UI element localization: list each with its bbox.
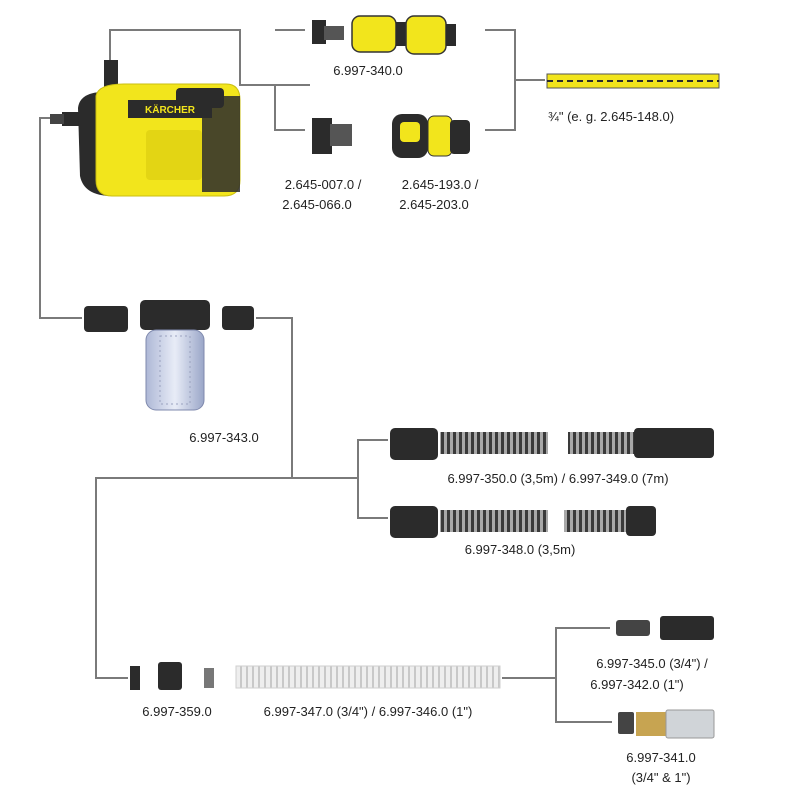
quick-coupling-image	[392, 114, 470, 158]
suction-hose-filter-image	[390, 428, 714, 460]
suction-filter-image	[616, 616, 714, 640]
label-valve-2: (3/4" & 1")	[631, 770, 691, 785]
label-coupling-1: 2.645-193.0 /	[401, 177, 479, 192]
label-suction-filter-1: 6.997-345.0 (3/4") /	[596, 656, 708, 671]
label-tap-adapter-2: 2.645-066.0	[282, 197, 352, 212]
tap-adapter-top-image	[312, 20, 344, 44]
prefilter-image	[84, 300, 254, 411]
label-coupling-2: 2.645-203.0	[399, 197, 469, 212]
suction-hose-meter-image	[235, 665, 501, 689]
garden-hose-image	[546, 73, 720, 89]
pump-brand-text: KÄRCHER	[145, 103, 196, 116]
suction-hose-plain-image	[390, 506, 656, 538]
label-suction-hose-meter: 6.997-347.0 (3/4") / 6.997-346.0 (1")	[263, 704, 473, 719]
label-suction-filter-2: 6.997-342.0 (1")	[590, 677, 684, 692]
connector-lines	[39, 29, 612, 723]
pump-image	[50, 60, 241, 197]
label-hose-connector-set: 6.997-340.0	[333, 63, 403, 78]
label-tap-adapter-1: 2.645-007.0 /	[284, 177, 362, 192]
hose-connector-set-image	[351, 15, 456, 55]
label-garden-hose: ¾" (e. g. 2.645-148.0)	[548, 109, 675, 124]
non-return-valve-image	[618, 709, 715, 739]
label-suction-hose-plain: 6.997-348.0 (3,5m)	[464, 542, 576, 557]
label-valve-1: 6.997-341.0	[626, 750, 696, 765]
label-prefilter: 6.997-343.0	[189, 430, 259, 445]
label-suction-hose-filter: 6.997-350.0 (3,5m) / 6.997-349.0 (7m)	[447, 471, 669, 486]
tap-adapter-image	[312, 118, 352, 154]
adapter-set-image	[130, 662, 214, 690]
label-adapter-set: 6.997-359.0	[142, 704, 212, 719]
